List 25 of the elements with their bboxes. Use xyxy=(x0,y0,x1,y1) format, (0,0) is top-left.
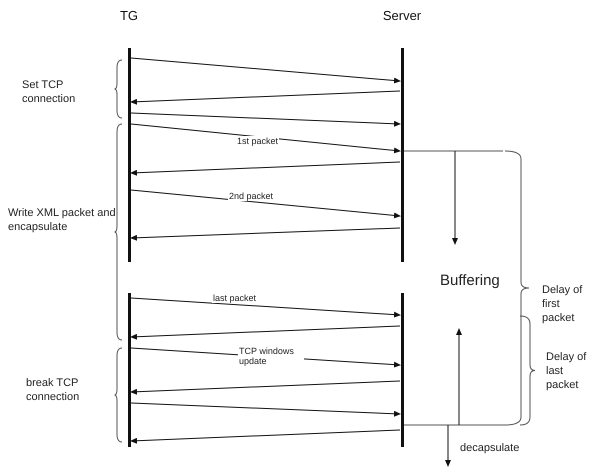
edge-label: 1st packet xyxy=(236,136,280,146)
side-note: Write XML packet and encapsulate xyxy=(8,206,117,234)
message-arrow xyxy=(130,326,400,340)
message-arrow xyxy=(130,402,401,417)
process-label: Buffering xyxy=(440,272,501,290)
lifeline-header: TG xyxy=(118,8,140,24)
lifeline-header: Server xyxy=(382,8,422,24)
message-arrow xyxy=(130,298,401,318)
edge-label: last packet xyxy=(212,293,258,303)
brace-label: Delay of first packet xyxy=(542,283,584,325)
message-arrow xyxy=(130,190,401,218)
edge-label: 2nd packet xyxy=(228,191,274,201)
side-note: Set TCP connection xyxy=(22,78,76,106)
message-arrow xyxy=(130,58,401,84)
message-arrow xyxy=(130,228,400,241)
message-arrow xyxy=(130,430,400,444)
side-note: break TCP connection xyxy=(26,376,80,404)
message-arrow xyxy=(130,112,401,127)
edge-label: TCP windows update xyxy=(238,346,304,366)
message-arrow xyxy=(130,162,400,176)
step-label: decapsulate xyxy=(460,441,520,455)
message-arrow xyxy=(130,90,400,105)
message-arrow xyxy=(130,124,401,154)
brace-label: Delay of last packet xyxy=(546,350,588,392)
message-arrow xyxy=(130,380,400,395)
